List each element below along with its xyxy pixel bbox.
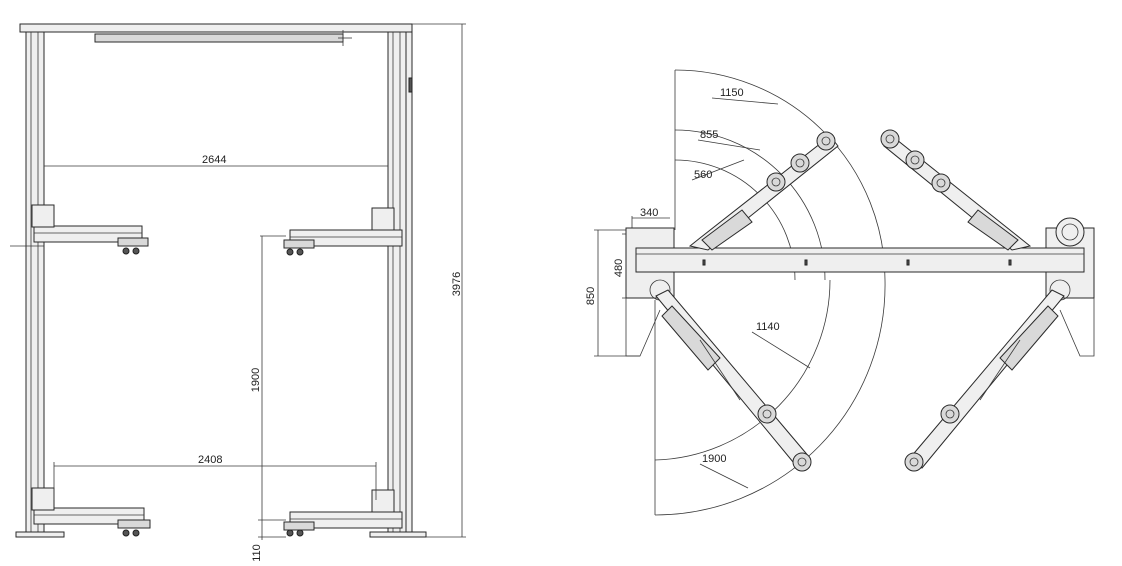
dim-850: 850 bbox=[585, 287, 597, 305]
top-crossbeam bbox=[19, 23, 413, 33]
dim-2644: 2644 bbox=[202, 154, 226, 166]
plan-arm-lower-left bbox=[655, 289, 812, 472]
plan-view: 1150 855 560 1140 1900 340 480 850 bbox=[585, 69, 1095, 516]
right-column bbox=[387, 31, 407, 535]
dim-110: 110 bbox=[251, 544, 263, 562]
upper-left-arm bbox=[10, 204, 149, 255]
left-column bbox=[25, 31, 45, 535]
motor-icon bbox=[1055, 217, 1085, 247]
upper-right-arm bbox=[283, 207, 403, 256]
dim-340: 340 bbox=[640, 207, 658, 219]
lower-right-arm bbox=[283, 489, 403, 537]
plan-arm-lower-right bbox=[904, 289, 1065, 472]
dim-1900-plan: 1900 bbox=[702, 453, 726, 465]
dim-1140: 1140 bbox=[756, 321, 780, 333]
dim-3976: 3976 bbox=[451, 272, 463, 296]
lower-left-arm bbox=[31, 487, 151, 537]
overhead-switch-bar bbox=[94, 33, 344, 43]
dim-2408: 2408 bbox=[198, 454, 222, 466]
plan-arm-upper-right bbox=[880, 129, 1032, 251]
side-view: 2644 3976 2408 1900 110 bbox=[10, 23, 466, 562]
dim-1150: 1150 bbox=[720, 87, 744, 99]
dim-855: 855 bbox=[700, 129, 718, 141]
dim-1900: 1900 bbox=[250, 368, 262, 392]
plan-arm-upper-left bbox=[688, 131, 839, 251]
dim-560: 560 bbox=[694, 169, 712, 181]
dim-480: 480 bbox=[613, 259, 625, 277]
